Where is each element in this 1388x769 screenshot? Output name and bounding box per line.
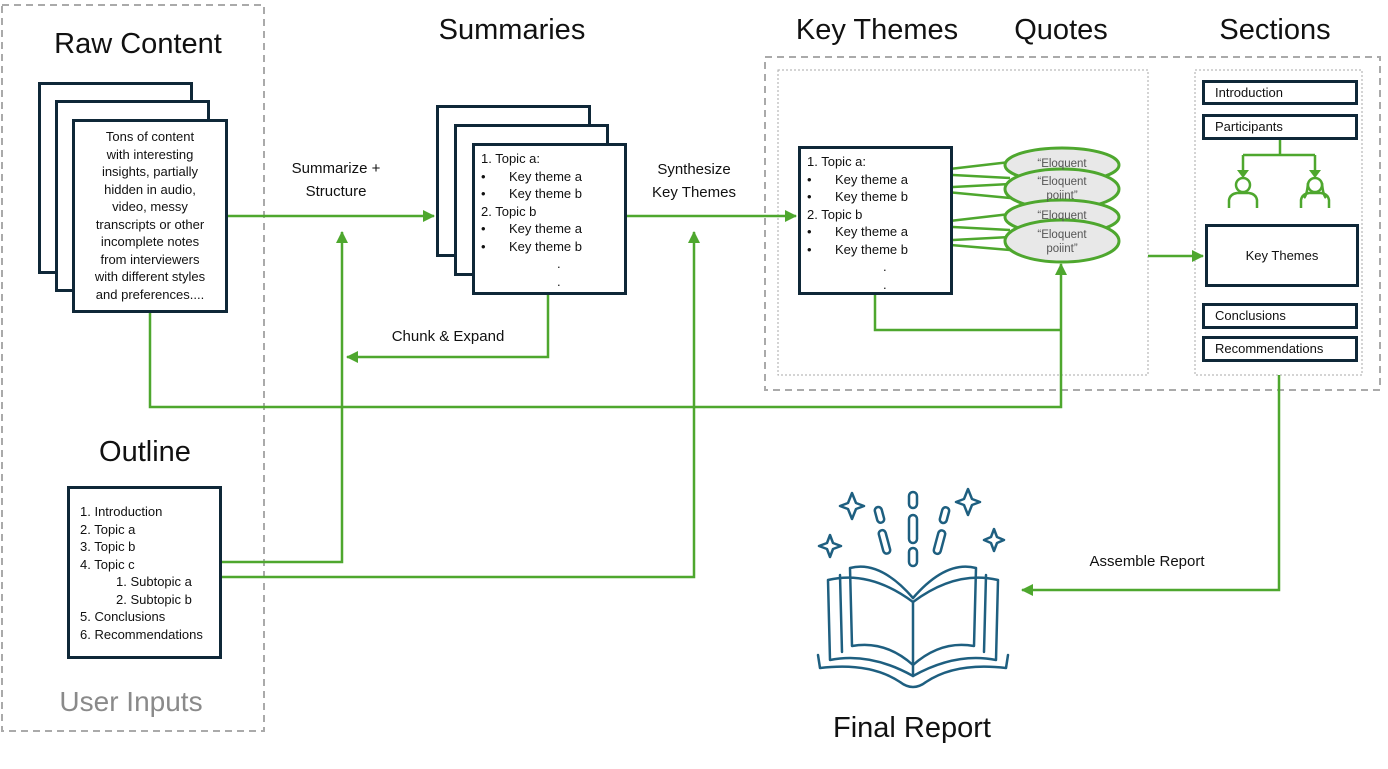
topic: 1. Topic a:	[807, 154, 867, 169]
chunk-expand-label: Chunk & Expand	[391, 328, 505, 345]
ellipsis-dot: .	[883, 259, 887, 274]
section-participants: Participants	[1202, 114, 1358, 140]
theme: Key theme a	[835, 224, 908, 239]
bullet: •	[807, 224, 812, 239]
theme: Key theme b	[835, 241, 908, 257]
topic: 2. Topic b	[807, 206, 863, 222]
theme: Key theme a	[835, 171, 908, 187]
user-inputs-frame	[1, 4, 265, 732]
bullet: •	[481, 168, 486, 184]
text-line: with interesting	[106, 146, 194, 162]
text-line: video, messy	[112, 199, 188, 214]
text-line: Tons of content	[105, 129, 195, 144]
book-icon	[816, 487, 1010, 689]
topic: 1. Topic a:	[481, 151, 541, 166]
topic: 2. Topic b	[481, 203, 537, 219]
section-key-themes: Key Themes	[1205, 224, 1359, 287]
quote: “Eloquent poiint”	[1037, 229, 1087, 255]
outline-doc: 1. Introduction 2. Topic a 3. Topic b 4.…	[67, 486, 222, 659]
ellipsis-dot: .	[883, 276, 887, 292]
summaries-title: Summaries	[438, 14, 586, 46]
theme: Key theme a	[509, 168, 582, 184]
bullet: •	[481, 238, 486, 254]
text-line: insights, partially	[101, 164, 199, 179]
theme: Key theme a	[509, 221, 582, 236]
bullet: •	[481, 221, 486, 236]
text-line: with different styles	[94, 269, 206, 284]
text-line: hidden in audio,	[104, 181, 196, 197]
quote-bubbles	[1003, 146, 1121, 264]
raw-content-doc: Tons of content with interesting insight…	[72, 119, 228, 313]
user-inputs-label: User Inputs	[59, 686, 203, 717]
bullet: •	[807, 171, 812, 187]
key-themes-doc: 1. Topic a: • Key theme a • Key theme b 2.…	[798, 146, 953, 295]
outline-item: 1. Subtopic a	[116, 574, 192, 589]
assemble-report-label: Assemble Report	[1089, 553, 1205, 570]
summarize-label: Summarize + Structure	[292, 157, 381, 203]
sections-title: Sections	[1219, 14, 1331, 46]
text-line: transcripts or other	[95, 216, 205, 232]
outline-item: 5. Conclusions	[80, 609, 166, 624]
bullet: •	[807, 241, 812, 257]
text-line: and preferences....	[95, 286, 205, 302]
theme: Key theme b	[509, 186, 582, 201]
outline-item: 4. Topic c	[80, 556, 135, 572]
section-recommendations: Recommendations	[1202, 336, 1358, 362]
text-line: incomplete notes	[100, 234, 200, 249]
outline-item: 1. Introduction	[80, 504, 163, 519]
ellipsis-dot: .	[557, 273, 561, 289]
section-conclusions: Conclusions	[1202, 303, 1358, 329]
raw-content-title: Raw Content	[54, 28, 222, 60]
key-themes-title: Key Themes	[795, 14, 959, 46]
quotes-title: Quotes	[1014, 14, 1108, 46]
summaries-doc: 1. Topic a: • Key theme a • Key theme b 2.…	[472, 143, 627, 295]
label-line: Synthesize	[657, 161, 731, 178]
label-line: Key Themes	[652, 184, 736, 201]
bullet: •	[807, 189, 812, 204]
text-line: from interviewers	[100, 251, 200, 267]
outline-item: 6. Recommendations	[80, 626, 203, 642]
outline-item: 3. Topic b	[80, 539, 136, 554]
section-introduction: Introduction	[1202, 80, 1358, 105]
quote: “Eloquent	[1037, 210, 1087, 222]
outline-item: 2. Topic a	[80, 521, 136, 537]
final-report-title: Final Report	[833, 712, 991, 744]
quote: “Eloquent poiint”	[1037, 176, 1087, 202]
person-icon	[1227, 176, 1331, 208]
label-line: Summarize +	[291, 160, 381, 177]
themes-frame	[764, 56, 1381, 391]
label-line: Structure	[305, 183, 367, 200]
theme: Key theme b	[835, 189, 908, 204]
outline-item: 2. Subtopic b	[116, 591, 192, 607]
outline-title: Outline	[99, 436, 191, 468]
quote: “Eloquent	[1037, 158, 1087, 170]
ellipsis-dot: .	[557, 256, 561, 271]
bullet: •	[481, 186, 486, 201]
theme: Key theme b	[509, 238, 582, 254]
